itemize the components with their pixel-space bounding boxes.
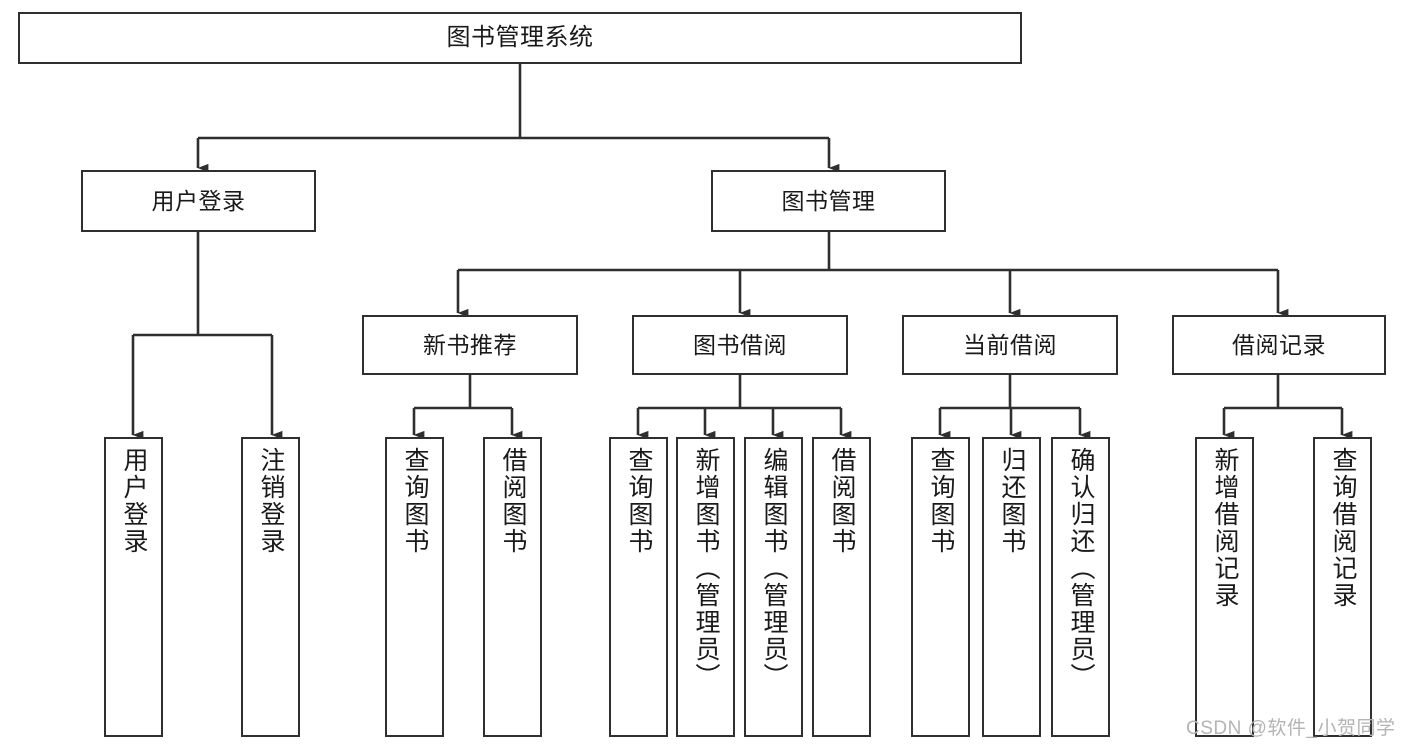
leaf-nb-query-book[interactable]: 查询图书 <box>385 437 444 737</box>
node-new-book-recommend-label: 新书推荐 <box>423 331 517 358</box>
leaf-user-login-label: 用户登录 <box>120 447 148 555</box>
leaf-bb-edit-book-admin[interactable]: 编辑图书（管理员） <box>744 437 803 737</box>
leaf-cb-return-book[interactable]: 归还图书 <box>982 437 1041 737</box>
leaf-bb-borrow-book-label: 借阅图书 <box>828 447 856 555</box>
node-book-management[interactable]: 图书管理 <box>711 170 946 232</box>
leaf-logout-label: 注销登录 <box>257 447 285 555</box>
leaf-bb-query-book[interactable]: 查询图书 <box>609 437 668 737</box>
leaf-bb-edit-book-admin-label: 编辑图书（管理员） <box>760 447 788 690</box>
leaf-bb-borrow-book[interactable]: 借阅图书 <box>812 437 871 737</box>
leaf-br-query-record[interactable]: 查询借阅记录 <box>1313 437 1372 737</box>
leaf-nb-query-book-label: 查询图书 <box>401 447 429 555</box>
node-borrow-record-label: 借阅记录 <box>1232 331 1326 358</box>
node-user-login[interactable]: 用户登录 <box>81 170 316 232</box>
leaf-cb-query-book-label: 查询图书 <box>927 447 955 555</box>
node-root-system-label: 图书管理系统 <box>446 24 594 52</box>
leaf-cb-query-book[interactable]: 查询图书 <box>911 437 970 737</box>
leaf-logout[interactable]: 注销登录 <box>241 437 300 737</box>
leaf-bb-add-book-admin[interactable]: 新增图书（管理员） <box>676 437 735 737</box>
leaf-nb-borrow-book[interactable]: 借阅图书 <box>483 437 542 737</box>
node-borrow-record[interactable]: 借阅记录 <box>1172 315 1386 375</box>
leaf-nb-borrow-book-label: 借阅图书 <box>499 447 527 555</box>
node-current-borrow[interactable]: 当前借阅 <box>902 315 1118 375</box>
leaf-bb-query-book-label: 查询图书 <box>625 447 653 555</box>
watermark-text: CSDN @软件_小贺同学 <box>1186 718 1396 739</box>
leaf-cb-confirm-return-admin[interactable]: 确认归还（管理员） <box>1051 437 1110 737</box>
leaf-cb-confirm-return-admin-label: 确认归还（管理员） <box>1067 447 1095 690</box>
leaf-user-login[interactable]: 用户登录 <box>104 437 163 737</box>
node-user-login-label: 用户登录 <box>151 187 246 214</box>
leaf-br-add-record-label: 新增借阅记录 <box>1211 447 1239 609</box>
leaf-cb-return-book-label: 归还图书 <box>998 447 1026 555</box>
node-new-book-recommend[interactable]: 新书推荐 <box>362 315 578 375</box>
node-current-borrow-label: 当前借阅 <box>963 331 1057 358</box>
leaf-bb-add-book-admin-label: 新增图书（管理员） <box>692 447 720 690</box>
node-book-borrow[interactable]: 图书借阅 <box>632 315 848 375</box>
leaf-br-add-record[interactable]: 新增借阅记录 <box>1195 437 1254 737</box>
node-root-system[interactable]: 图书管理系统 <box>18 12 1022 64</box>
node-book-borrow-label: 图书借阅 <box>693 331 787 358</box>
leaf-br-query-record-label: 查询借阅记录 <box>1329 447 1357 609</box>
node-book-management-label: 图书管理 <box>781 187 876 214</box>
